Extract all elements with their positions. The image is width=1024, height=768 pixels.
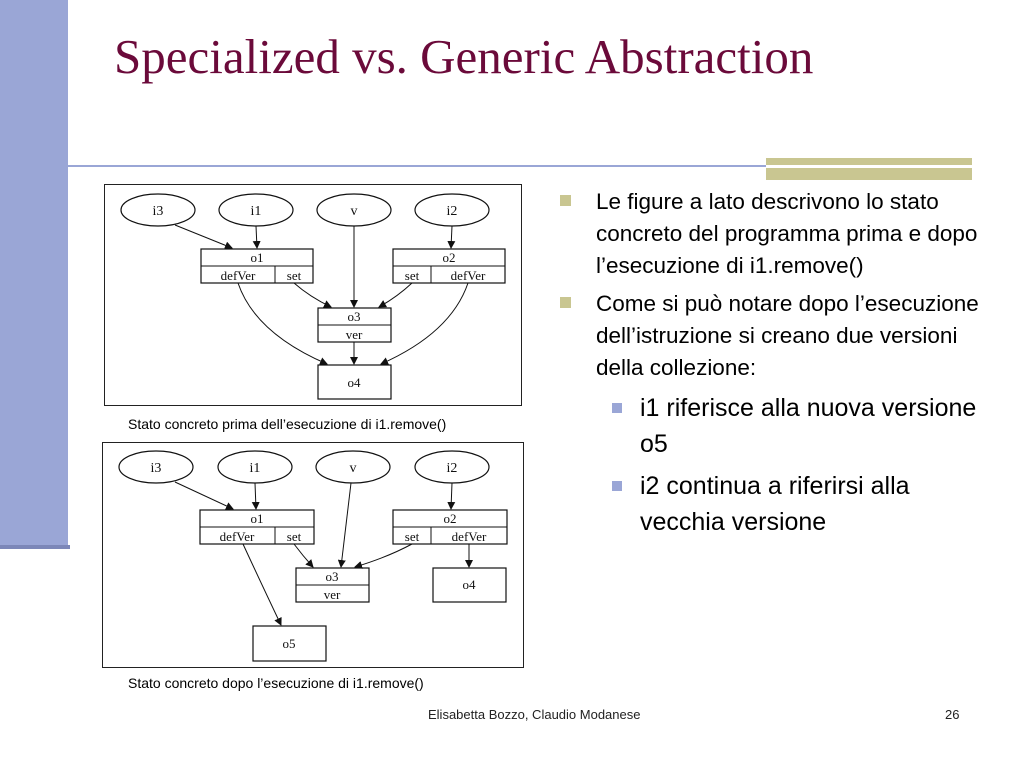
object-o3: o3 ver bbox=[317, 307, 392, 343]
diagram-after: i3 i1 v i2 o1 defVer set o2 s bbox=[102, 442, 524, 668]
diagram-before: i3 i1 v i2 o1 defVer set o2 s bbox=[104, 184, 522, 406]
svg-text:o2: o2 bbox=[444, 511, 457, 526]
svg-text:o2: o2 bbox=[443, 250, 456, 265]
svg-text:i1: i1 bbox=[251, 204, 262, 219]
square-bullet-icon bbox=[560, 195, 571, 206]
object-o5: o5 bbox=[252, 625, 327, 662]
svg-text:defVer: defVer bbox=[451, 268, 486, 283]
square-bullet-icon bbox=[612, 403, 622, 413]
svg-text:i2: i2 bbox=[447, 461, 458, 476]
svg-text:ver: ver bbox=[324, 587, 341, 602]
sub-bullet-item: i1 riferisce alla nuova versione o5 bbox=[560, 390, 990, 462]
svg-text:i2: i2 bbox=[447, 204, 458, 219]
svg-text:set: set bbox=[287, 268, 302, 283]
object-o3: o3 ver bbox=[295, 567, 370, 603]
ref-i3-node: i3 bbox=[118, 450, 194, 484]
slide-title: Specialized vs. Generic Abstraction bbox=[114, 29, 814, 84]
footer-author: Elisabetta Bozzo, Claudio Modanese bbox=[428, 707, 641, 722]
object-o4: o4 bbox=[317, 364, 392, 400]
ref-v-node: v bbox=[315, 450, 391, 484]
diagram-before-caption: Stato concreto prima dell’esecuzione di … bbox=[128, 416, 447, 432]
ref-i1-node: i1 bbox=[217, 450, 293, 484]
ref-i3-node: i3 bbox=[120, 193, 196, 227]
svg-text:o4: o4 bbox=[463, 577, 477, 592]
bullet-list: Le figure a lato descrivono lo stato con… bbox=[560, 186, 990, 540]
object-o1: o1 defVer set bbox=[199, 509, 315, 545]
object-o4: o4 bbox=[432, 567, 507, 603]
svg-text:set: set bbox=[287, 529, 302, 544]
object-o1: o1 defVer set bbox=[200, 248, 314, 284]
title-rule bbox=[42, 165, 972, 167]
svg-text:defVer: defVer bbox=[221, 268, 256, 283]
svg-text:i1: i1 bbox=[250, 461, 261, 476]
svg-text:set: set bbox=[405, 529, 420, 544]
ref-i1-node: i1 bbox=[218, 193, 294, 227]
svg-text:v: v bbox=[351, 204, 358, 219]
ref-v-node: v bbox=[316, 193, 392, 227]
svg-text:o1: o1 bbox=[251, 250, 264, 265]
svg-text:o5: o5 bbox=[283, 636, 296, 651]
svg-text:defVer: defVer bbox=[452, 529, 487, 544]
square-bullet-icon bbox=[560, 297, 571, 308]
svg-text:v: v bbox=[350, 461, 357, 476]
svg-text:i3: i3 bbox=[151, 461, 162, 476]
svg-text:o3: o3 bbox=[326, 569, 339, 584]
svg-text:i3: i3 bbox=[153, 204, 164, 219]
svg-text:ver: ver bbox=[346, 327, 363, 342]
sub-bullet-item: i2 continua a riferirsi alla vecchia ver… bbox=[560, 468, 990, 540]
side-bar-shadow bbox=[0, 545, 70, 549]
bullet-text: Come si può notare dopo l’esecuzione del… bbox=[596, 291, 979, 380]
side-bar bbox=[0, 0, 68, 547]
object-o2: o2 set defVer bbox=[392, 248, 506, 284]
svg-text:o4: o4 bbox=[348, 375, 362, 390]
page-number: 26 bbox=[945, 707, 960, 722]
diagram-after-edges bbox=[174, 481, 473, 626]
bullet-item: Come si può notare dopo l’esecuzione del… bbox=[560, 288, 990, 384]
object-o2: o2 set defVer bbox=[392, 509, 508, 545]
diagram-before-edges bbox=[174, 224, 469, 365]
svg-text:set: set bbox=[405, 268, 420, 283]
square-bullet-icon bbox=[612, 481, 622, 491]
ref-i2-node: i2 bbox=[414, 193, 490, 227]
bullet-text: Le figure a lato descrivono lo stato con… bbox=[596, 189, 978, 278]
title-rule-accent bbox=[766, 158, 972, 180]
sub-bullet-text: i2 continua a riferirsi alla vecchia ver… bbox=[640, 472, 910, 536]
sub-bullet-text: i1 riferisce alla nuova versione o5 bbox=[640, 394, 977, 458]
bullet-item: Le figure a lato descrivono lo stato con… bbox=[560, 186, 990, 282]
svg-text:o3: o3 bbox=[348, 309, 361, 324]
ref-i2-node: i2 bbox=[414, 450, 490, 484]
svg-text:o1: o1 bbox=[251, 511, 264, 526]
svg-text:defVer: defVer bbox=[220, 529, 255, 544]
diagram-after-caption: Stato concreto dopo l’esecuzione di i1.r… bbox=[128, 675, 424, 691]
